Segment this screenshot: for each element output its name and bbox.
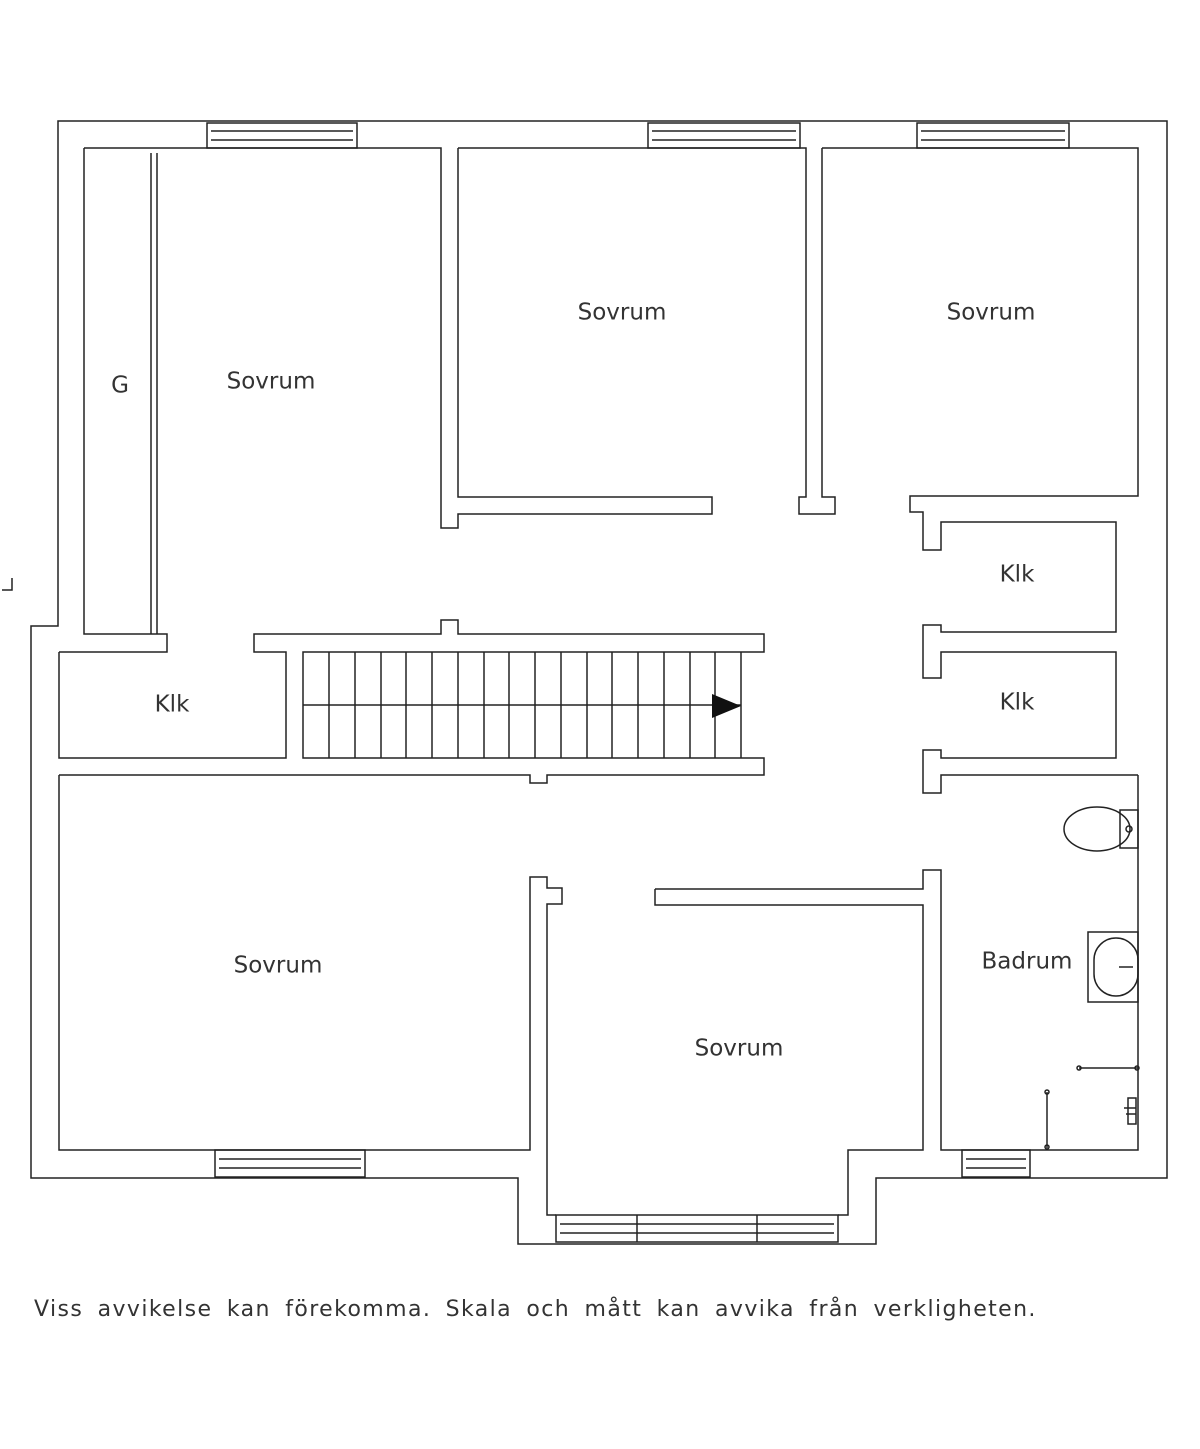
window-bottom-1 <box>214 1149 366 1178</box>
stair-arrow-icon <box>712 694 741 718</box>
wall-marker <box>2 578 13 591</box>
window-bottom-bay <box>555 1214 839 1243</box>
window-top-2 <box>647 122 801 149</box>
exterior-wall-outer <box>30 120 1168 1245</box>
wall-sovrum-n <box>458 147 836 515</box>
room-label-badrum: Badrum <box>982 949 1073 975</box>
wall-sovrum-s <box>655 775 1139 1151</box>
room-label-g: G <box>111 373 129 399</box>
window-top-1 <box>206 122 358 149</box>
sink-icon <box>1087 931 1139 1003</box>
room-label-klk-ne2: Klk <box>1000 690 1035 716</box>
toilet-icon <box>1063 806 1139 852</box>
wall-klk-w <box>58 619 765 784</box>
window-bottom-2 <box>961 1149 1031 1178</box>
disclaimer-text: Viss avvikelse kan förekomma. Skala och … <box>34 1297 1037 1322</box>
room-label-sovrum-sw: Sovrum <box>234 953 323 979</box>
wall-sovrum-sw <box>58 775 563 1216</box>
room-label-sovrum-n: Sovrum <box>578 300 667 326</box>
shower-icon <box>1044 1065 1140 1150</box>
room-label-klk-w: Klk <box>155 692 190 718</box>
wall-sovrum-s-inner <box>654 889 924 1216</box>
room-label-klk-ne1: Klk <box>1000 562 1035 588</box>
wall-g-room <box>59 148 168 653</box>
room-label-sovrum-ne: Sovrum <box>947 300 1036 326</box>
room-label-sovrum-nw: Sovrum <box>227 369 316 395</box>
wall-sovrum-nw <box>84 147 713 529</box>
room-label-sovrum-s: Sovrum <box>695 1036 784 1062</box>
window-top-3 <box>916 122 1070 149</box>
wall-sovrum-ne <box>822 147 1139 794</box>
staircase <box>303 652 742 758</box>
